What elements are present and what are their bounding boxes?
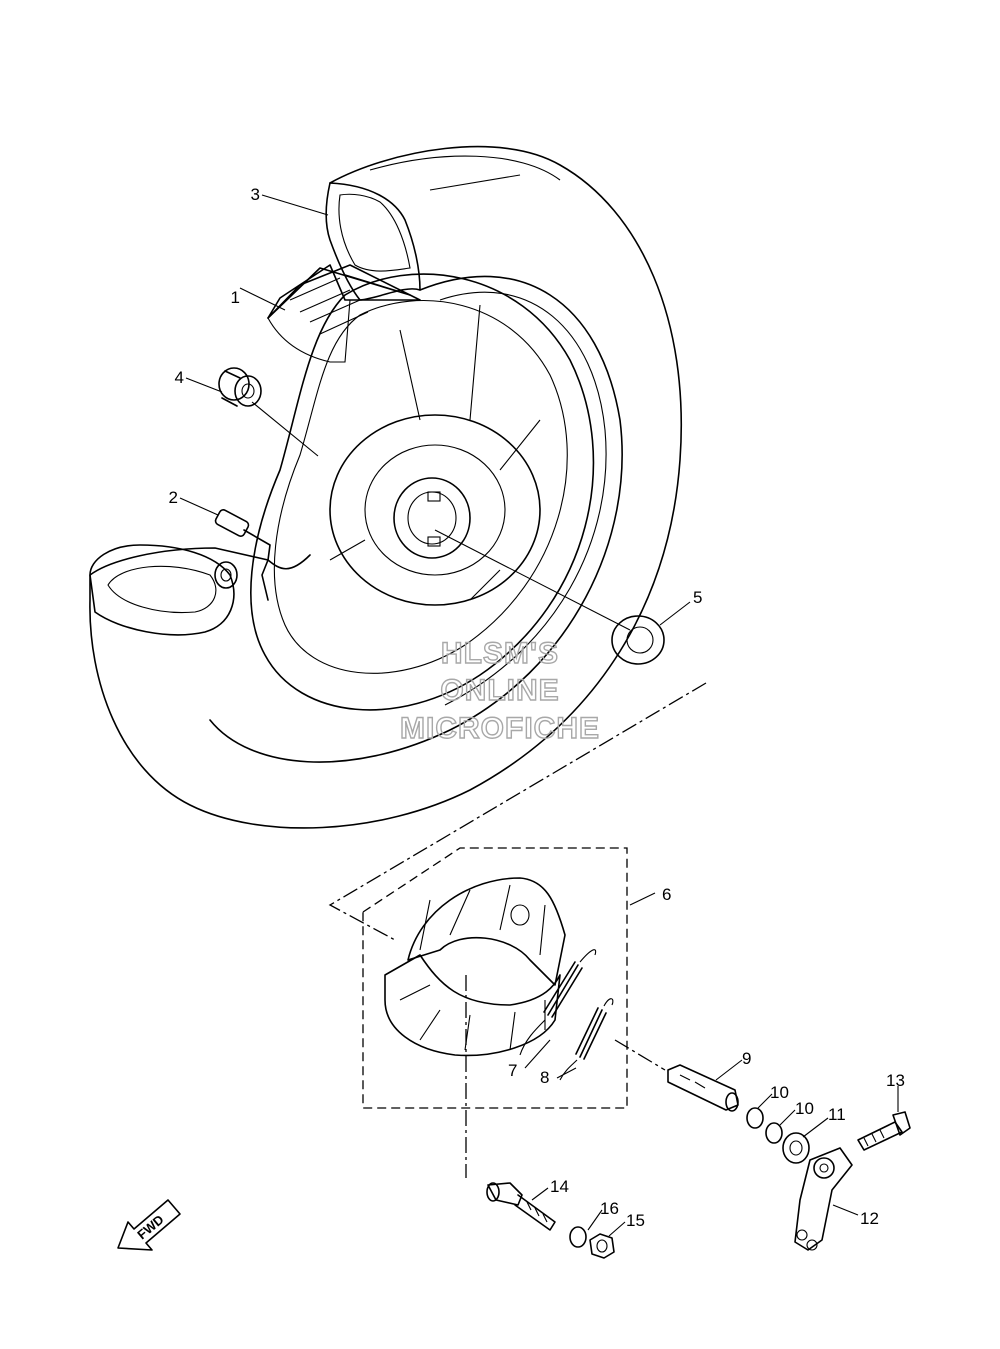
tire-cutaway [89,544,235,636]
callout-2: 2 [169,488,178,507]
fwd-label: FWD [134,1212,166,1243]
callout-10-b: 10 [795,1099,814,1118]
hub-key-top [427,491,441,502]
callout-15: 15 [626,1211,645,1230]
part-16-o-ring [569,1226,587,1248]
part-9-camshaft [667,1064,739,1112]
rim-spoke [329,304,541,601]
part-15-nut [589,1233,615,1259]
part-3-tube [325,182,421,301]
tire-sidewall [209,275,623,763]
hub-key-bottom [427,536,441,547]
part-13-bolt [857,1111,911,1151]
part-12-brake-lever [794,1147,853,1251]
rim-inner [273,299,568,674]
callout-3: 3 [251,185,260,204]
callout-1: 1 [231,288,240,307]
hub-drum [364,444,506,576]
tire-outline [89,145,682,829]
callout-4: 4 [175,368,184,387]
tire-cutaway-inner [107,565,217,614]
watermark: HLSM'S ONLINE MICROFICHE [399,636,600,745]
rim-outer [250,273,595,711]
part-11-indicator [782,1132,810,1164]
part-6-brake-shoe-box [362,847,628,1109]
callout-5: 5 [693,588,702,607]
wheel-tire-assembly [89,145,682,829]
part-5-oil-seal [611,615,665,665]
brake-shoe-set [384,877,566,1057]
part-4-collar [218,367,262,407]
fwd-arrow-icon: FWD [117,1199,181,1251]
part-2-valve [214,509,271,601]
callout-12: 12 [860,1209,879,1228]
part-8-spring [559,998,614,1081]
callout-8: 8 [540,1068,549,1087]
part-7-spring [519,949,597,1056]
callout-6: 6 [662,885,671,904]
watermark-line-3: MICROFICHE [400,712,600,745]
callout-14: 14 [550,1177,569,1196]
axis-line-seal [434,529,631,631]
tire-tread-mark [429,174,521,191]
tire-tread-line [369,155,561,181]
brake-group-link-line [328,682,707,941]
hub-bore-inner [407,491,457,545]
callout-9: 9 [742,1049,751,1068]
part-10-o-ring-b [765,1122,783,1144]
watermark-line-2: ONLINE [440,674,559,707]
part-14-stud [486,1182,556,1231]
callout-10-a: 10 [770,1083,789,1102]
callout-leaders [179,194,899,1237]
callout-7: 7 [508,1061,517,1080]
hub-outer [329,414,541,606]
tire-groove [439,291,607,706]
part-10-o-ring-a [746,1107,764,1129]
part-1-rim-band [267,264,421,363]
camshaft-axis-line [614,1039,666,1071]
watermark-line-1: HLSM'S [441,637,559,670]
callout-16: 16 [600,1199,619,1218]
callout-11: 11 [828,1105,846,1124]
part-3-tube-inner [338,193,411,272]
hub-bore [393,477,471,559]
axis-line-collar [251,401,319,457]
callout-13: 13 [886,1071,905,1090]
